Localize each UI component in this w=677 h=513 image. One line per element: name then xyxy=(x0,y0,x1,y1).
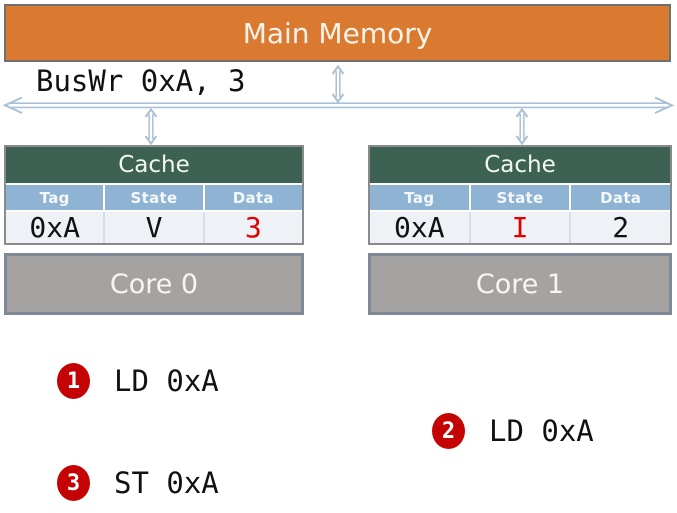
cache1-entry-row: 0xA I 2 xyxy=(370,210,670,243)
cache0-entry-row: 0xA V 3 xyxy=(6,210,302,243)
cache1-block: Cache Tag State Data 0xA I 2 xyxy=(368,145,672,245)
cache1-col-tag: Tag xyxy=(404,188,435,207)
core1-label: Core 1 xyxy=(475,268,565,300)
main-memory-label: Main Memory xyxy=(242,16,433,50)
cache1-bus-arrow xyxy=(515,107,529,146)
cache0-column-headers: Tag State Data xyxy=(6,183,302,210)
cache0-col-state: State xyxy=(103,185,202,210)
memory-bus-arrow xyxy=(331,64,345,104)
cache0-data-value: 3 xyxy=(202,212,302,243)
core0-label: Core 0 xyxy=(109,268,199,300)
cache1-state-value: I xyxy=(468,212,570,243)
cache1-col-data: Data xyxy=(569,185,670,210)
main-memory-box: Main Memory xyxy=(4,4,671,62)
step-1-badge: 1 xyxy=(57,363,90,399)
cache1-column-headers: Tag State Data xyxy=(370,183,670,210)
cache1-tag-value: 0xA xyxy=(394,211,445,244)
step-2-label: LD 0xA xyxy=(489,414,594,448)
cache0-tag-value: 0xA xyxy=(29,211,80,244)
bus-transaction-label: BusWr 0xA, 3 xyxy=(36,64,246,98)
cache1-title: Cache xyxy=(370,147,670,183)
step-1: 1 LD 0xA xyxy=(57,362,219,400)
core0-box: Core 0 xyxy=(4,253,304,315)
step-2-badge: 2 xyxy=(432,413,465,449)
cache0-block: Cache Tag State Data 0xA V 3 xyxy=(4,145,304,245)
bus-double-arrow xyxy=(2,96,675,114)
cache0-bus-arrow xyxy=(144,107,158,146)
cache0-title: Cache xyxy=(6,147,302,183)
step-3-label: ST 0xA xyxy=(114,466,219,500)
step-1-label: LD 0xA xyxy=(114,364,219,398)
cache0-col-tag: Tag xyxy=(39,188,70,207)
cache1-col-state: State xyxy=(468,185,570,210)
step-2: 2 LD 0xA xyxy=(432,412,594,450)
step-3: 3 ST 0xA xyxy=(57,464,219,502)
cache1-data-value: 2 xyxy=(569,212,670,243)
cache0-col-data: Data xyxy=(202,185,302,210)
step-3-badge: 3 xyxy=(57,465,90,501)
cache0-state-value: V xyxy=(103,212,202,243)
core1-box: Core 1 xyxy=(368,253,672,315)
